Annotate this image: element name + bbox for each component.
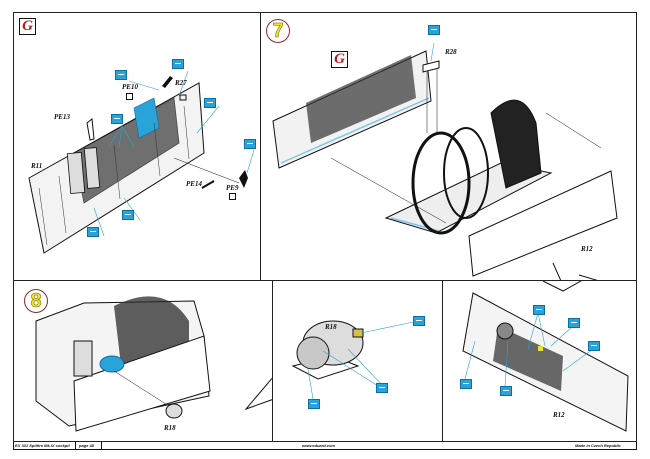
color-callout (115, 70, 127, 80)
badge-g: G (331, 51, 348, 68)
color-callout (376, 383, 388, 393)
color-callout (568, 318, 580, 328)
footer-origin: Made in Czech Republic (575, 443, 621, 448)
panel-detail-r12: R12 (442, 280, 637, 442)
panel-g: G (13, 12, 261, 281)
part-label-pe10: PE10 (122, 83, 138, 91)
part-label-r11: R11 (31, 162, 43, 170)
part-label-r12: R12 (581, 245, 593, 253)
color-callout (588, 341, 600, 351)
color-callout (122, 210, 134, 220)
panel-detail-r18: R18 (272, 280, 443, 442)
color-callout (428, 25, 440, 35)
photo-etch-icon (229, 193, 236, 200)
color-callout (172, 59, 184, 69)
cockpit-step8-illustration (35, 296, 272, 432)
footer-page: page 48 (79, 441, 102, 450)
color-callout (533, 305, 545, 315)
part-label-r28: R28 (445, 48, 457, 56)
color-callout (204, 98, 216, 108)
part-label-pe9: PE9 (226, 184, 239, 192)
color-callout (460, 379, 472, 389)
part-label-r18: R18 (325, 323, 337, 331)
step-number-badge: 7 (266, 19, 290, 43)
photo-etch-icon (126, 93, 133, 100)
r12-sidewall-illustration (462, 281, 629, 432)
color-callout (413, 316, 425, 326)
part-label-r18: R18 (164, 424, 176, 432)
color-callout (87, 227, 99, 237)
color-callout (308, 399, 320, 409)
step-number-badge: 8 (24, 289, 48, 313)
part-label-pe13: PE13 (54, 113, 70, 121)
color-callout (500, 386, 512, 396)
part-label-pe14: PE14 (186, 180, 202, 188)
part-label-r12: R12 (553, 411, 565, 419)
cockpit-assembly-illustration (272, 42, 618, 280)
cockpit-sidewall-left-illustration (28, 70, 255, 254)
footer-product: EX 331 Spitfire Mk.IX cockpit (15, 441, 76, 450)
panel-step-7: 7 G R28 R12 (260, 12, 637, 281)
part-label-r27: R27 (175, 79, 187, 87)
badge-g: G (19, 18, 36, 35)
color-callout (111, 114, 123, 124)
panel-step-8: 8 R18 (13, 280, 273, 442)
r18-part-illustration (291, 320, 419, 400)
footer-website: www.eduard.com (302, 443, 335, 448)
color-callout (244, 139, 256, 149)
